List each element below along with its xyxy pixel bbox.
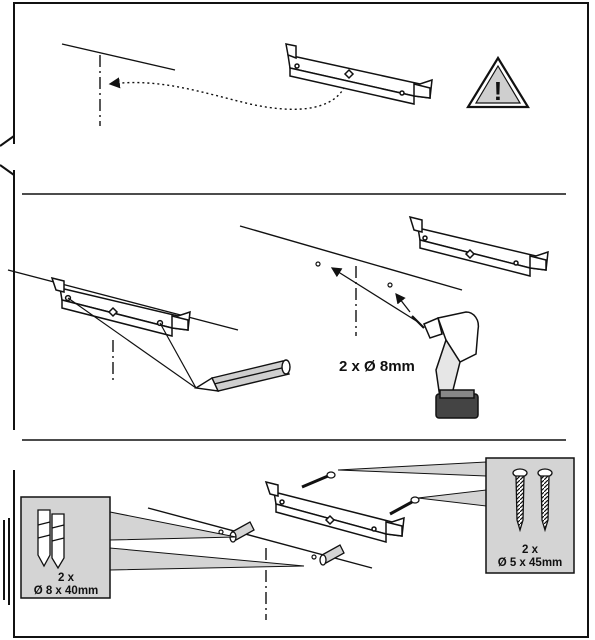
wall-plug-1 [229,521,255,543]
screws-callout-box: 2 x Ø 5 x 45mm [485,457,575,574]
page-edge-marks [0,135,15,605]
plugs-callout-pointers [109,511,305,571]
wall-plug-2 [319,544,345,566]
warning-icon: ! [466,55,530,109]
step3-bracket [264,480,405,543]
plugs-size: Ø 8 x 40mm [34,585,99,597]
wall-plug-icon [37,509,65,570]
plugs-callout-box: 2 x Ø 8 x 40mm [20,496,111,599]
warning-symbol: ! [494,76,503,106]
pencil-icon [193,359,291,392]
step1-dotted-arrow [108,77,349,110]
drill-arrows [330,267,419,323]
pencil-guide-lines [67,297,197,389]
drill-size-label: 2 x Ø 8mm [339,358,415,375]
step2-wall-left [7,269,239,380]
frame [13,2,589,638]
screw-2 [389,496,420,516]
step2-bracket-right [408,215,549,277]
step2-wall-right [239,225,463,336]
plugs-quantity: 2 x [58,572,75,584]
step2-bracket-left [50,276,191,337]
screw-1 [301,471,336,489]
screws-size: Ø 5 x 45mm [498,557,563,569]
screws-quantity: 2 x [522,544,539,556]
step1-bracket [285,43,433,105]
screw-icon [512,468,553,533]
step1-wall [61,43,176,126]
drill-icon [411,311,480,419]
